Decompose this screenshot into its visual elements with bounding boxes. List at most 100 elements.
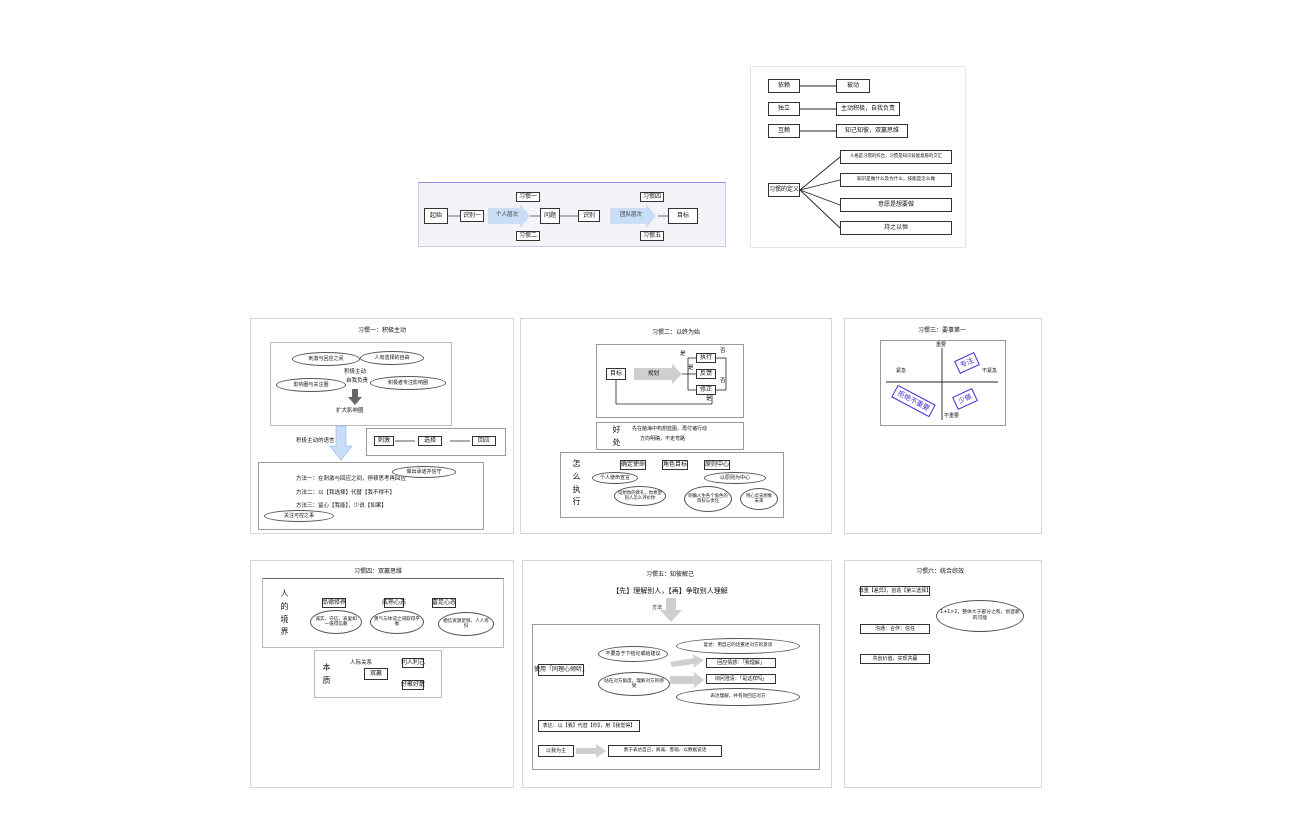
habit2-benefit-text: 先在脑海中构想蓝图，再付诸行动 bbox=[632, 426, 708, 432]
habit2-how-label: 怎么执行 bbox=[572, 459, 581, 507]
habit4-oval: 相信资源足够，人人有份 bbox=[438, 612, 494, 636]
habit2-how-oval: 个人使命宣言 bbox=[592, 472, 638, 484]
habit6-title: 习惯六：统合综效 bbox=[915, 568, 965, 575]
habit2-mark: 是 bbox=[706, 396, 712, 402]
habit2-mark: 否 bbox=[720, 378, 726, 384]
habit5-main-frame bbox=[532, 624, 820, 770]
flow-below1-box: 习惯二 bbox=[516, 231, 540, 241]
habit1-method-line: 方法二：以【我选择】代替【我不得不】 bbox=[296, 490, 396, 496]
habit1-mid-text: 自我负责 bbox=[346, 378, 369, 384]
habit5-bottom-box: 勇于表达自己，真诚、客观、以数据说话 bbox=[608, 745, 722, 757]
habit6-box: 尊重【差异】，创造【第三选择】 bbox=[859, 586, 931, 596]
habit2-step-box: 反馈 bbox=[696, 369, 716, 379]
flow-arrow1-label: 个人层次 bbox=[496, 212, 519, 218]
habit2-benefit-frame bbox=[596, 422, 744, 450]
habit5-right-item: 回应情感：「我理解」 bbox=[706, 658, 776, 668]
habit1-method-line: 方法三：留心【我能】，少说【如果】 bbox=[296, 503, 387, 509]
tree-right-item: 人格是习惯的综合，习惯是知识技能意愿的交汇 bbox=[840, 150, 952, 164]
habit1-oval-bottom: 关注可控之事 bbox=[264, 510, 334, 522]
habit5-oval-left: 站在对方角度，理解对方的感受 bbox=[598, 672, 670, 696]
habit2-how-box: 原则中心 bbox=[704, 460, 730, 470]
habit1-method-line: 方法一：在刺激与回应之间，停顿思考再回应 bbox=[296, 476, 407, 482]
habit2-benefit-text: 方向明确，不走弯路 bbox=[640, 436, 686, 442]
habit2-how-oval: 以原则为中心 bbox=[704, 472, 766, 484]
habit4-top-frame bbox=[262, 578, 504, 648]
habit3-title: 习惯三：要事第一 bbox=[917, 327, 967, 334]
habit3-quadrant-frame bbox=[880, 340, 1006, 426]
habit2-plan-label: 规划 bbox=[648, 371, 660, 377]
tree-left-item: 习惯的定义 bbox=[768, 183, 800, 197]
habit1-oval: 人有选择的自由 bbox=[360, 351, 424, 365]
habit1-mid-text: 积极主动 bbox=[344, 369, 367, 375]
habit6-box: 共创价值，实现共赢 bbox=[860, 654, 930, 664]
habit1-title: 习惯一：积极主动 bbox=[357, 327, 407, 334]
habit2-how-oval: 用心灵去想象未来 bbox=[740, 488, 778, 510]
habit1-chain-item: 刺激 bbox=[374, 436, 394, 446]
habit4-oval: 勇气与体谅之间取得平衡 bbox=[370, 610, 424, 634]
habit1-side-label: 积极主动的语言 bbox=[296, 438, 335, 444]
habit5-right-item: 复述：用自己的话重述对方的意思 bbox=[676, 638, 800, 654]
tree-right-item: 主动积极，自我负责 bbox=[836, 102, 900, 116]
habit4-title: 习惯四：双赢思维 bbox=[353, 568, 403, 575]
habit6-panel bbox=[844, 560, 1042, 788]
habit2-goal-box: 目标 bbox=[606, 368, 626, 380]
habit3-axis-bottom: 不重要 bbox=[944, 413, 960, 419]
habit6-box: 沟通：合作：信任 bbox=[860, 624, 930, 634]
habit1-chain-frame bbox=[366, 428, 506, 456]
habit1-chain-item: 回应 bbox=[472, 436, 496, 446]
habit3-axis-right: 不紧急 bbox=[982, 368, 998, 374]
habit1-oval: 影响圈与关注圈 bbox=[276, 378, 346, 392]
habit5-bottom-box: 表达：以【我】代替【你】，用【我觉得】 bbox=[538, 720, 640, 732]
habit4-right-box: 好聚好散 bbox=[401, 680, 426, 690]
habit2-mark: 是 bbox=[688, 365, 694, 371]
habit2-title: 习惯二：以终为始 bbox=[651, 329, 701, 336]
habit4-bottom-label: 本质 bbox=[322, 663, 331, 685]
habit1-methods-frame bbox=[258, 462, 484, 530]
habit2-how-frame bbox=[560, 452, 784, 518]
habit2-how-box: 确定使命 bbox=[620, 460, 646, 470]
flow-start-box: 起始 bbox=[424, 208, 448, 224]
habit1-chain-item: 选择 bbox=[418, 436, 442, 446]
tree-right-item: 被动 bbox=[836, 79, 870, 93]
habit2-step-box: 执行 bbox=[696, 353, 716, 363]
habit4-box: 品德修养 bbox=[322, 598, 347, 608]
habit2-panel bbox=[520, 318, 832, 534]
habit5-bottom-box: 以我为主 bbox=[538, 745, 574, 757]
habit5-title: 习惯五：知彼解己 bbox=[645, 571, 695, 578]
habit2-loop-frame bbox=[596, 344, 744, 418]
habit4-right-box: 利人利己 bbox=[401, 658, 426, 668]
habit3-panel bbox=[844, 318, 1042, 534]
habit4-bottom-text: 人际关系 bbox=[350, 660, 373, 666]
habit2-benefit-label: 好处 bbox=[612, 425, 621, 447]
habit1-oval: 积极者专注影响圈 bbox=[370, 376, 446, 390]
habit2-mark: 是 bbox=[680, 351, 686, 357]
habit4-left-label: 人的境界 bbox=[280, 589, 289, 637]
habit2-mark: 否 bbox=[720, 348, 726, 354]
flow-arrow2-label: 团队层次 bbox=[620, 212, 643, 218]
tree-left-item: 独立 bbox=[768, 102, 800, 116]
habit5-right-item: 表达理解，并有效回应对方 bbox=[676, 688, 800, 706]
habit6-oval: 1+1>2，整体大于部分之和，创造新的可能 bbox=[936, 600, 1024, 632]
habit5-left-box: 使用「同理心倾听」 bbox=[534, 664, 588, 676]
habit5-oval-left: 不要急于下结论或给建议 bbox=[598, 646, 668, 662]
habit4-oval: 诚实、守信，表里如一值得信赖 bbox=[310, 610, 362, 634]
flow-below2-box: 习惯五 bbox=[640, 231, 664, 241]
flow-step2-box: 识别 bbox=[578, 210, 600, 222]
habit1-circle-frame bbox=[270, 342, 452, 426]
habit4-bottom-frame bbox=[314, 650, 442, 698]
habit5-header: 【先】理解别人，【再】争取别人理解 bbox=[612, 587, 728, 595]
habit2-how-oval: 设想你的葬礼，你希望别人怎么评价你 bbox=[614, 486, 666, 506]
habit3-axis-top: 重要 bbox=[936, 342, 947, 348]
habit3-axis-left: 紧急 bbox=[896, 368, 907, 374]
tree-left-item: 依赖 bbox=[768, 79, 800, 93]
tree-right-item: 意愿是想要做 bbox=[840, 198, 952, 212]
habit5-right-item: 询问澄清：「是这样吗」 bbox=[706, 674, 776, 684]
habit1-oval-right: 做出承诺并信守 bbox=[392, 466, 456, 478]
habit4-box: 成熟心态 bbox=[382, 598, 407, 608]
habit2-step-box: 修正 bbox=[696, 385, 716, 395]
